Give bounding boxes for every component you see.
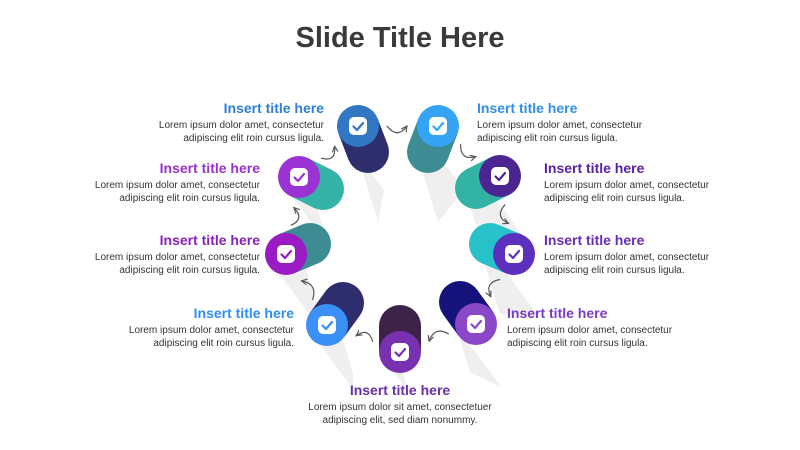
check-icon <box>467 315 485 333</box>
flow-arrow <box>386 126 407 134</box>
step-cylinder <box>469 223 535 275</box>
step-title: Insert title here <box>193 305 294 321</box>
flow-arrow <box>302 281 315 301</box>
step-cylinder <box>455 155 521 209</box>
step-body-line: Lorem ipsum dolor amet, consectetur <box>94 252 260 263</box>
step-body-line: adipiscing elit roin cursus ligula. <box>119 265 260 276</box>
step-body: Lorem ipsum dolor amet, consectetur adipi… <box>507 324 767 350</box>
flow-arrow <box>489 278 501 296</box>
step-title: Insert title here <box>159 232 260 248</box>
step-body-line: adipiscing elit, sed diam nonummy. <box>322 415 478 426</box>
step-title: Insert title here <box>349 382 451 398</box>
step-body-line: Lorem ipsum dolor amet, consectetur <box>128 325 294 336</box>
flow-arrow <box>459 144 476 157</box>
step-body-line: adipiscing elit roin cursus ligula. <box>544 193 685 204</box>
cylinder-shadow <box>484 262 540 318</box>
step-cylinder <box>379 305 421 373</box>
step-body-line: Lorem ipsum dolor amet, consectetur <box>507 325 673 336</box>
step-body-line: Lorem ipsum dolor amet, consectetur <box>544 252 710 263</box>
step-title: Insert title here <box>477 100 578 116</box>
check-icon <box>290 168 308 186</box>
step-title: Insert title here <box>159 160 260 176</box>
check-icon <box>429 117 447 135</box>
check-icon <box>349 117 367 135</box>
step-body-line: adipiscing elit roin cursus ligula. <box>119 193 260 204</box>
step-body: Lorem ipsum dolor amet, consectetur adipi… <box>544 179 800 205</box>
step-body: Lorem ipsum dolor amet, consectetur adipi… <box>544 251 800 277</box>
check-icon <box>491 167 509 185</box>
cylinder-shadow <box>272 262 320 318</box>
step-body: Lorem ipsum dolor amet, consectetur adipi… <box>0 251 260 277</box>
check-icon <box>277 245 295 263</box>
step-body: Lorem ipsum dolor amet, consectetur adipi… <box>0 179 260 205</box>
step-body-line: Lorem ipsum dolor amet, consectetur <box>477 120 643 131</box>
step-body-line: adipiscing elit roin cursus ligula. <box>183 133 324 144</box>
check-icon <box>318 316 336 334</box>
step-body-line: Lorem ipsum dolor amet, consectetur <box>158 120 324 131</box>
flow-arrow <box>499 204 508 224</box>
step-title: Insert title here <box>507 305 608 321</box>
step-cylinder <box>306 282 364 346</box>
step-body-line: adipiscing elit roin cursus ligula. <box>477 133 618 144</box>
step-title: Insert title here <box>544 232 645 248</box>
flow-arrow <box>320 146 335 160</box>
check-icon <box>391 343 409 361</box>
cylinder-shadow <box>454 320 502 388</box>
step-body-line: adipiscing elit roin cursus ligula. <box>153 338 294 349</box>
flow-arrow <box>429 330 450 341</box>
step-title: Insert title here <box>544 160 645 176</box>
cylinder-shadow <box>344 136 384 222</box>
step-cylinder <box>265 223 331 275</box>
step-title: Insert title here <box>223 100 324 116</box>
flow-arrow <box>356 332 374 343</box>
step-body-line: adipiscing elit roin cursus ligula. <box>507 338 648 349</box>
step-body-line: Lorem ipsum dolor amet, consectetur <box>544 180 710 191</box>
step-body-line: Lorem ipsum dolor sit amet, consectetuer <box>308 402 492 413</box>
step-cylinder <box>439 281 497 345</box>
step-cylinder <box>337 105 389 173</box>
step-body: Lorem ipsum dolor amet, consectetur adipi… <box>34 324 294 350</box>
slide-title: Slide Title Here <box>295 22 505 54</box>
step-cylinder <box>278 156 344 210</box>
step-cylinder <box>407 105 459 173</box>
check-icon <box>505 245 523 263</box>
step-body: Lorem ipsum dolor amet, consectetur adipi… <box>477 119 737 145</box>
step-body-line: Lorem ipsum dolor amet, consectetur <box>94 180 260 191</box>
step-body: Lorem ipsum dolor sit amet, consectetuer… <box>250 401 550 427</box>
step-body: Lorem ipsum dolor amet, consectetur adipi… <box>64 119 324 145</box>
step-body-line: adipiscing elit roin cursus ligula. <box>544 265 685 276</box>
flow-arrow <box>290 208 299 226</box>
